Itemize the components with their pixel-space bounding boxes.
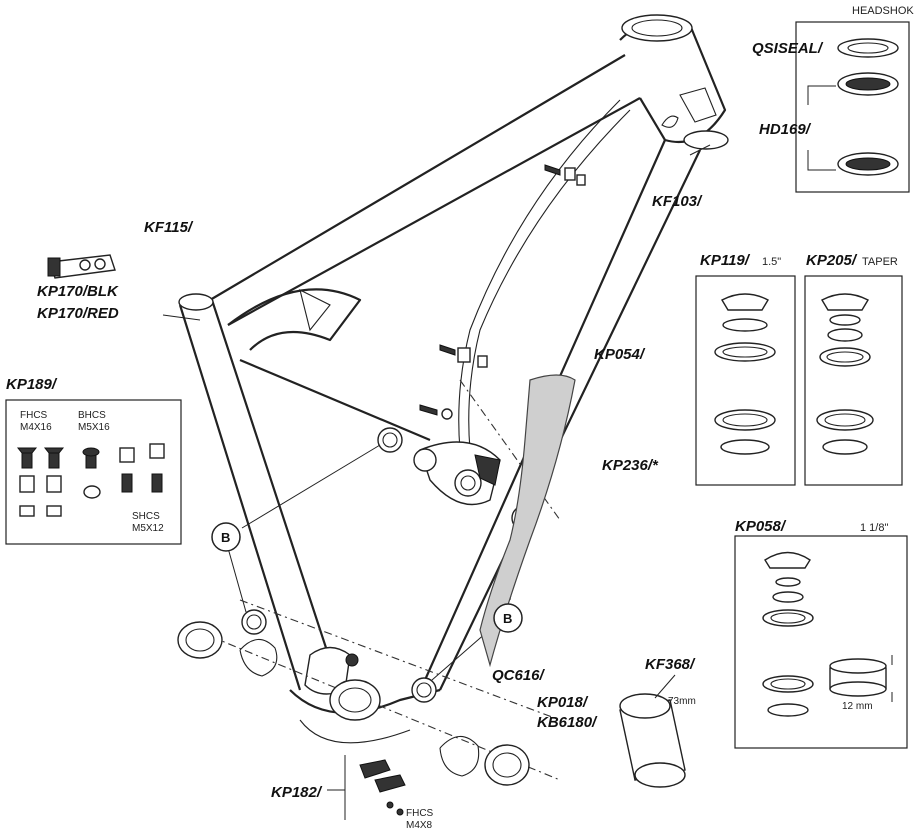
b-left-text: B (221, 530, 230, 545)
kf368-width: 73mm (668, 696, 696, 707)
headshok-box (689, 21, 910, 193)
kp119-size: 1.5" (762, 256, 781, 268)
kp054-label: KP054/ (594, 346, 646, 363)
kf103-label: KF103/ (652, 193, 703, 210)
kp189-box (5, 399, 182, 545)
bhcs-size: M5X16 (78, 422, 110, 433)
kp205-size: TAPER (862, 256, 898, 268)
kp119-box (695, 275, 796, 486)
kf115-label: KF115/ (144, 219, 194, 236)
hd169-label: HD169/ (759, 121, 812, 138)
kp018-label: KP018/ (537, 694, 589, 711)
kp182-label: KP182/ (271, 784, 323, 801)
kf368-label: KF368/ (645, 656, 696, 673)
spacer-height-label: 12 mm (842, 701, 873, 712)
fhcs-b-label: FHCS (406, 808, 434, 819)
b-right-text: B (503, 611, 512, 626)
bhcs-label: BHCS (78, 410, 106, 421)
seat-clamp-part (47, 254, 201, 321)
kp205-box (804, 275, 903, 486)
bearings (227, 427, 537, 703)
bb-shell (619, 674, 686, 788)
kp189-label: KP189/ (6, 376, 58, 393)
shcs-size: M5X12 (132, 523, 164, 534)
qsiseal-label: QSISEAL/ (752, 40, 824, 57)
kp205-label: KP205/ (806, 252, 858, 269)
cable-guides (419, 164, 586, 420)
kp119-label: KP119/ (700, 252, 751, 269)
qc616-label: QC616/ (492, 667, 546, 684)
frame (178, 14, 729, 744)
headshok-label: HEADSHOK (852, 5, 914, 17)
labels: HEADSHOK QSISEAL/ HD169/ KF103/ KF115/ K… (6, 5, 914, 831)
callout-b-left: B (211, 522, 241, 552)
kp170blk-label: KP170/BLK (37, 283, 119, 300)
kp058-box (734, 535, 908, 749)
kb6180-label: KB6180/ (537, 714, 598, 731)
fhcs-a-label: FHCS (20, 410, 48, 421)
kp058-label: KP058/ (735, 518, 787, 535)
kp170red-label: KP170/RED (37, 305, 119, 322)
kp058-size: 1 1/8" (860, 522, 888, 534)
callout-b-right: B (493, 603, 523, 633)
shcs-label: SHCS (132, 511, 160, 522)
bb-exploded-parts (177, 379, 561, 786)
kp182-parts (327, 755, 406, 820)
fhcs-a-size: M4X16 (20, 422, 52, 433)
fhcs-b-size: M4X8 (406, 820, 433, 831)
shock-mount (304, 441, 501, 695)
kp236-label: KP236/* (602, 457, 659, 474)
